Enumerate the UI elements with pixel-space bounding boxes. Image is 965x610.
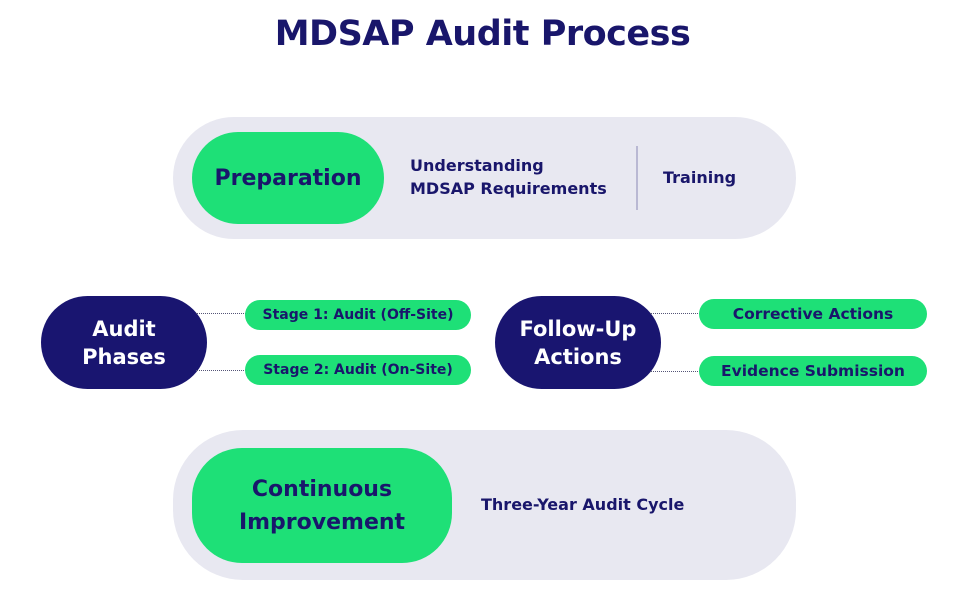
preparation-item-training: Training bbox=[663, 168, 737, 187]
evidence-submission-pill: Evidence Submission bbox=[699, 356, 927, 386]
stage2-pill: Stage 2: Audit (On-Site) bbox=[245, 355, 471, 385]
preparation-item-requirements-line2: MDSAP Requirements bbox=[410, 179, 607, 198]
continuous-improvement-pill: Continuous Improvement bbox=[192, 448, 452, 563]
three-year-cycle-text: Three-Year Audit Cycle bbox=[481, 495, 685, 514]
audit-phases-label-line1: Audit bbox=[92, 316, 156, 341]
corrective-actions-pill: Corrective Actions bbox=[699, 299, 927, 329]
connector-stage2 bbox=[196, 370, 246, 371]
preparation-item-requirements-line1: Understanding bbox=[410, 156, 544, 175]
continuous-improvement-label-line1: Continuous bbox=[251, 476, 393, 502]
page-title: MDSAP Audit Process bbox=[274, 14, 691, 54]
preparation-divider bbox=[636, 146, 638, 210]
audit-phases-label-line2: Phases bbox=[82, 344, 166, 369]
preparation-pill: Preparation bbox=[192, 132, 384, 224]
audit-phases-pill: Audit Phases bbox=[41, 296, 207, 389]
connector-stage1 bbox=[196, 313, 246, 314]
connector-evidence bbox=[650, 371, 700, 372]
connector-corrective bbox=[650, 313, 700, 314]
follow-up-label-line2: Actions bbox=[534, 344, 622, 369]
preparation-item-requirements: Understanding MDSAP Requirements bbox=[410, 154, 630, 200]
preparation-label: Preparation bbox=[214, 165, 362, 191]
stage1-pill: Stage 1: Audit (Off-Site) bbox=[245, 300, 471, 330]
follow-up-pill: Follow-Up Actions bbox=[495, 296, 661, 389]
follow-up-label-line1: Follow-Up bbox=[519, 316, 637, 341]
continuous-improvement-label-line2: Improvement bbox=[238, 509, 406, 535]
